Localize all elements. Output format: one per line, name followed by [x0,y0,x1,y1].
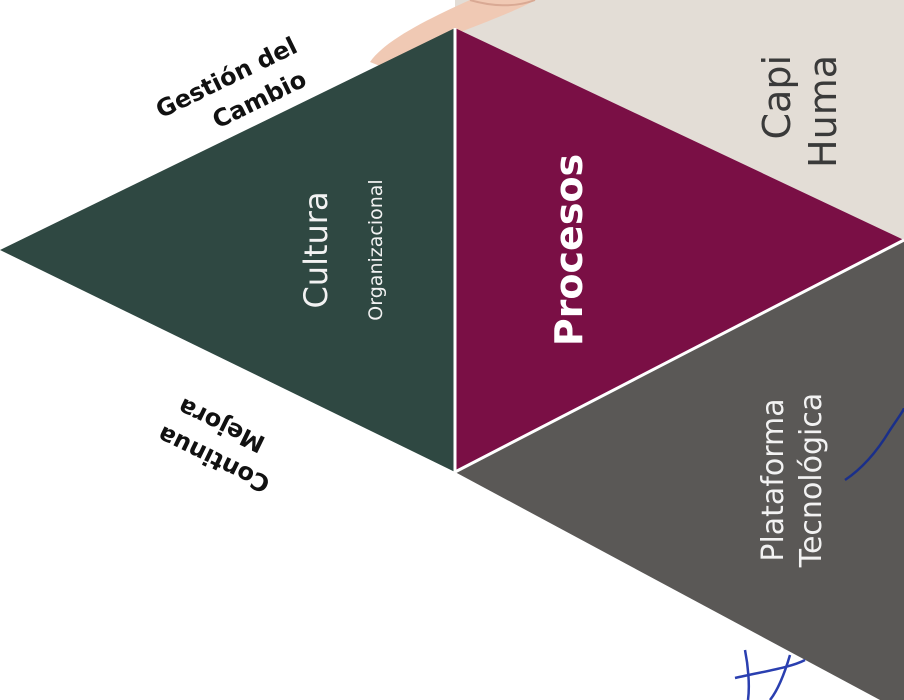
procesos-label: Procesos [547,154,591,346]
capital-humano-area [455,0,904,240]
divider-line [454,238,904,474]
plataforma-triangle [455,240,904,700]
cultura-title: Cultura [297,191,335,308]
signature-mark-icon [734,649,806,700]
plataforma-label-line1: Plataforma [756,398,791,561]
procesos-triangle [455,28,904,472]
pen-scribble-icon [844,407,904,482]
cultura-triangle [0,28,455,472]
plataforma-label-line2: Tecnológica [794,393,829,569]
capital-label-line2: Huma [801,55,845,168]
capital-label-line1: Capi [755,55,799,140]
cultura-subtitle: Organizacional [365,179,387,320]
